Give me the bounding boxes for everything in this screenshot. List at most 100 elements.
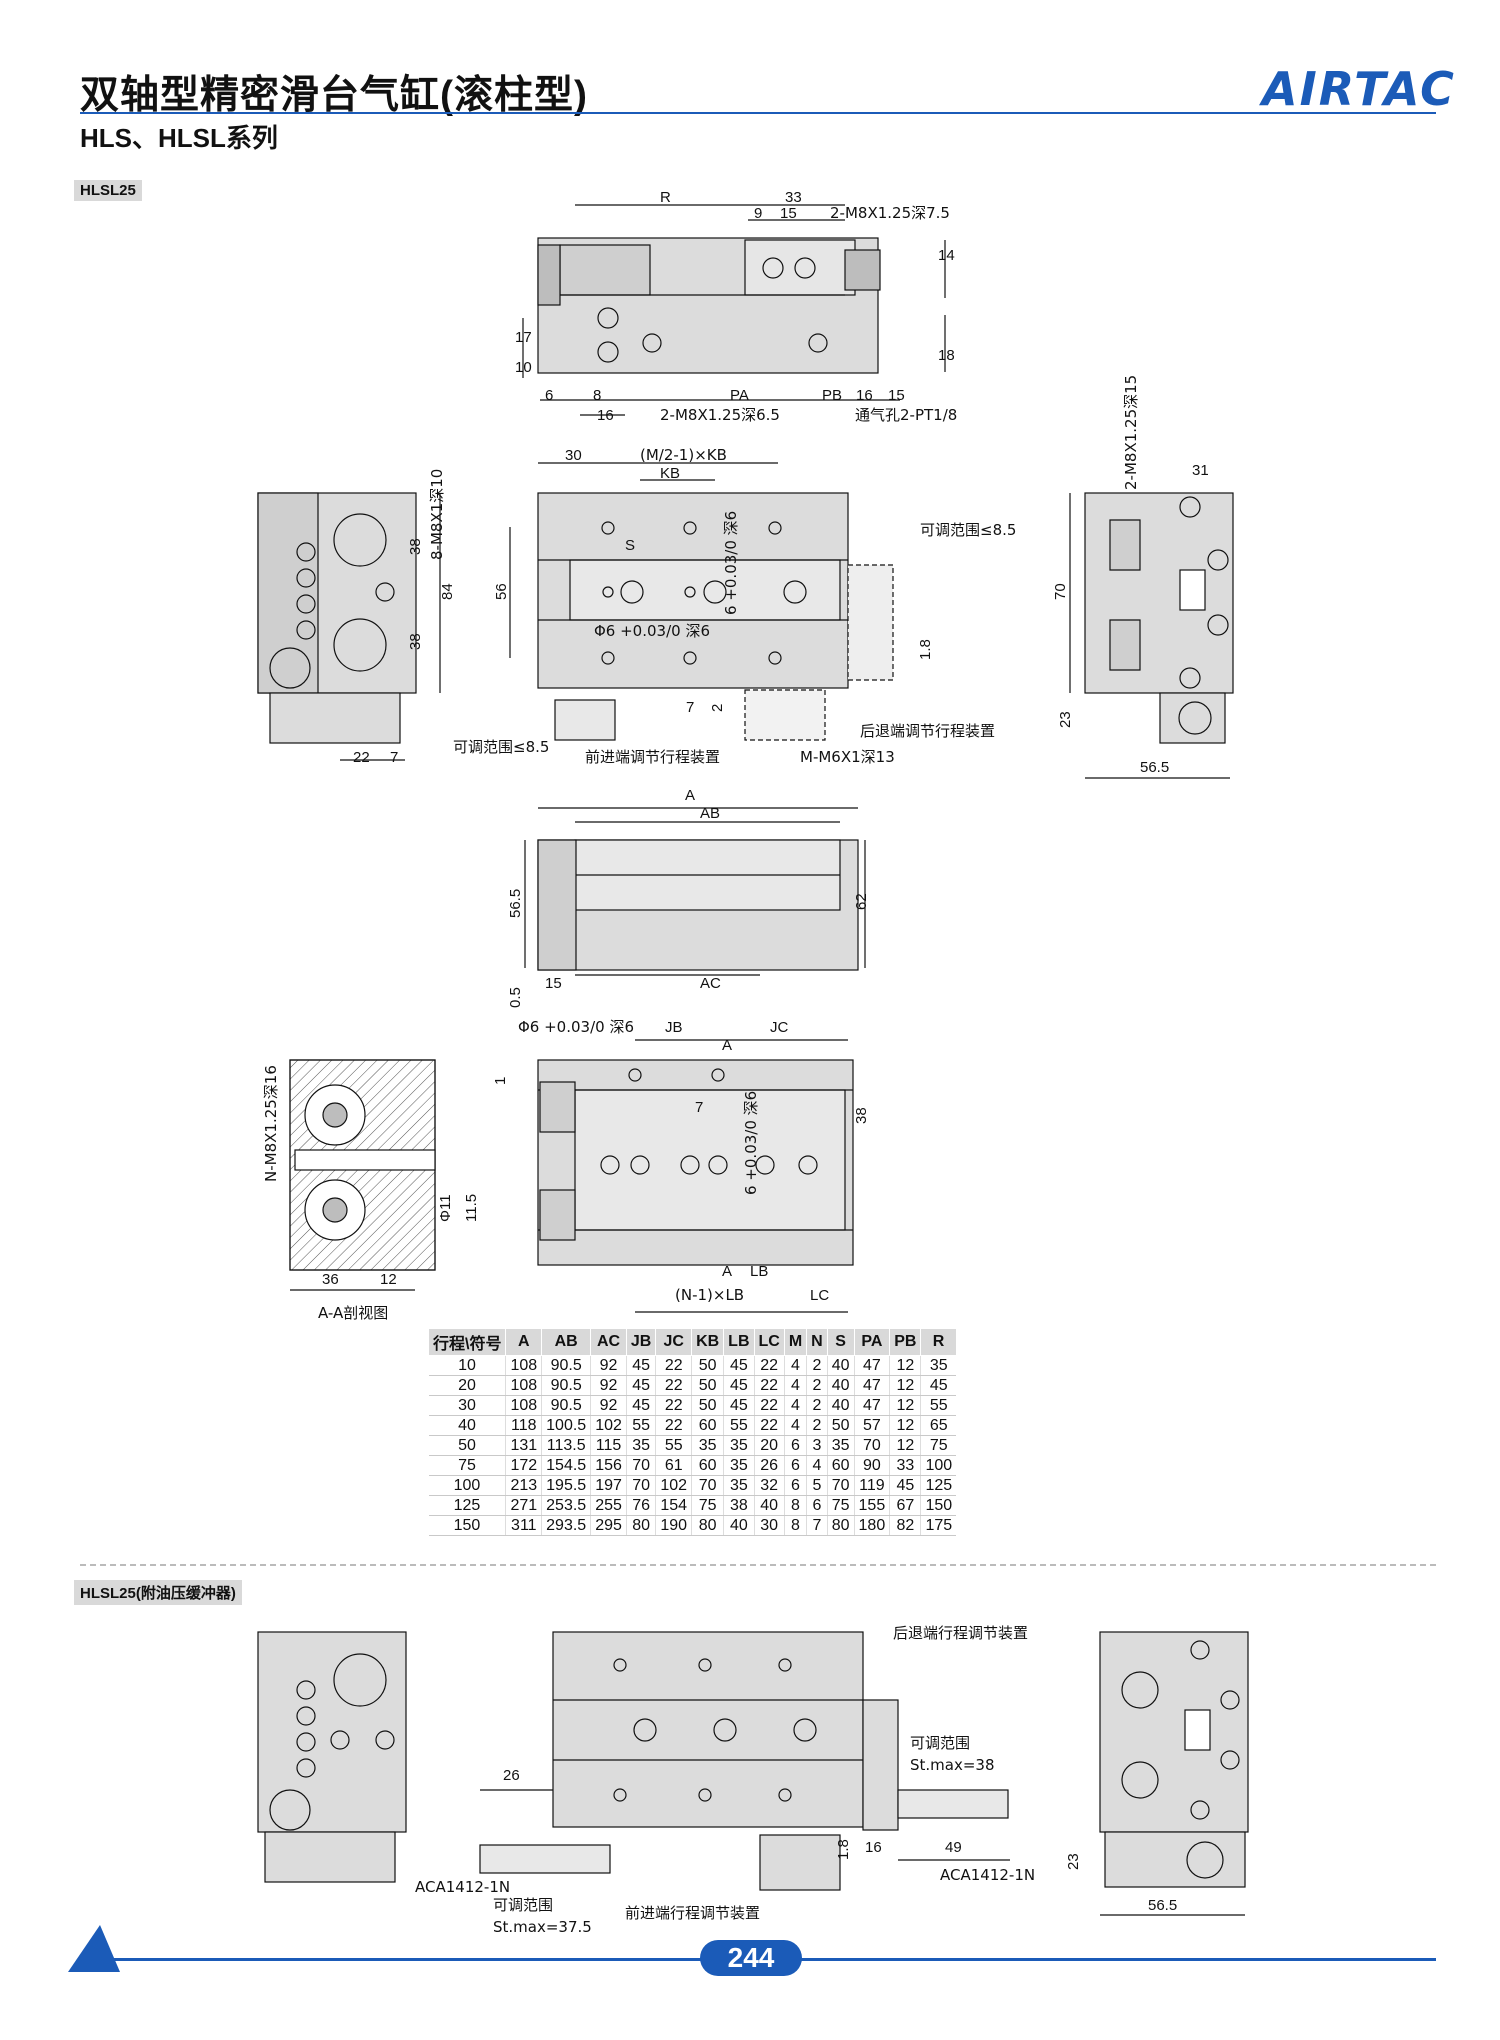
table-cell: 47 [853,1395,890,1416]
table-cell: 118 [505,1415,542,1436]
table-cell: 12 [889,1395,921,1416]
dim-56-5a: 56.5 [1140,759,1169,776]
callout-st375: St.max=37.5 [493,1918,592,1936]
table-cell: 70 [826,1475,855,1496]
dim-7b: 7 [390,749,398,766]
table-cell: 50 [428,1435,506,1456]
table-cell: 175 [920,1515,957,1536]
top-plan-view-drawing [509,462,894,741]
table-cell: 35 [723,1455,754,1476]
table-cell: 47 [853,1375,890,1396]
table-header-cell: PB [889,1328,922,1356]
table-cell: 75 [691,1495,724,1516]
table-cell: 45 [625,1395,656,1416]
dim-jb: JB [665,1019,683,1036]
table-cell: 22 [753,1415,785,1436]
callout-st38: St.max=38 [910,1756,995,1774]
table-cell: 253.5 [541,1495,591,1516]
table-cell: 12 [889,1435,921,1456]
table-cell: 35 [691,1435,724,1456]
table-cell: 4 [783,1395,807,1416]
callout-adj85b: 可调范围≤8.5 [453,738,549,756]
table-cell: 70 [853,1435,890,1456]
table-cell: 2 [806,1355,828,1376]
table-cell: 255 [590,1495,627,1516]
callout-m8-75: 2-M8X1.25深7.5 [830,204,950,222]
dim-mkb: (M/2-1)×KB [640,446,727,464]
table-header-cell: LB [723,1328,755,1356]
table-cell: 75 [826,1495,855,1516]
table-cell: 108 [505,1375,542,1396]
section-a-marker: A [722,1037,732,1054]
dim-16a: 16 [856,387,873,404]
section-aa-caption: A-A剖视图 [318,1304,388,1322]
callout-front-adj: 前进端调节行程装置 [585,748,720,766]
table-cell: 12 [889,1415,921,1436]
callout-pt18: 通气孔2-PT1/8 [855,406,957,424]
bottom-plan-view-drawing [537,1039,854,1313]
table-header-cell: S [826,1328,855,1356]
table-cell: 35 [723,1435,754,1456]
table-cell: 35 [625,1435,656,1456]
table-cell: 61 [655,1455,692,1476]
table-cell: 60 [691,1415,724,1436]
dim-s: S [625,537,635,554]
table-cell: 8 [783,1495,807,1516]
table-cell: 45 [723,1375,754,1396]
table-cell: 4 [806,1455,828,1476]
callout-phi6a: Φ6 +0.03/0 深6 [594,622,710,640]
page-title: 双轴型精密滑台气缸(滚柱型) [80,74,588,117]
table-header-cell: PA [853,1328,891,1356]
dim-ab: AB [700,805,720,822]
table-cell: 47 [853,1355,890,1376]
table-cell: 20 [428,1375,506,1396]
table-cell: 35 [826,1435,855,1456]
dim-pa: PA [730,387,749,404]
table-cell: 125 [428,1495,506,1516]
table-cell: 2 [806,1395,828,1416]
dim-lc: LC [810,1287,829,1304]
table-cell: 75 [920,1435,957,1456]
table-header-cell: JC [655,1328,693,1356]
table-cell: 108 [505,1395,542,1416]
dim-26: 26 [503,1767,520,1784]
table-cell: 22 [655,1415,692,1436]
table-cell: 55 [625,1415,656,1436]
callout-rear-adj: 后退端调节行程装置 [860,722,995,740]
table-cell: 4 [783,1375,807,1396]
table-cell: 67 [889,1495,921,1516]
table-cell: 154 [655,1495,692,1516]
table-cell: 213 [505,1475,542,1496]
dim-33: 33 [785,189,802,206]
dim-1: 1 [492,1077,509,1085]
dim-1-8: 1.8 [917,639,934,660]
dim-84: 84 [439,583,456,600]
table-cell: 50 [691,1395,724,1416]
table-cell: 3 [806,1435,828,1456]
series-subtitle: HLS、HLSL系列 [80,123,278,153]
table-cell: 156 [590,1455,627,1476]
table-cell: 40 [826,1355,855,1376]
table-cell: 295 [590,1515,627,1536]
table-cell: 40 [753,1495,785,1516]
section-divider [80,1564,1436,1566]
table-cell: 172 [505,1455,542,1476]
table-cell: 45 [723,1355,754,1376]
dim-7c: 7 [695,1099,703,1116]
dim-15: 15 [780,205,797,222]
table-cell: 30 [753,1515,785,1536]
dim-14: 14 [938,247,955,264]
callout-phi6b: Φ6 +0.03/0 深6 [518,1018,634,1036]
table-cell: 22 [753,1355,785,1376]
dim-10: 10 [515,359,532,376]
dim-12: 12 [380,1271,397,1288]
buffer-left-end-view-drawing [257,1631,407,1883]
table-cell: 271 [505,1495,542,1516]
dim-30: 30 [565,447,582,464]
table-header-cell: A [505,1328,543,1356]
